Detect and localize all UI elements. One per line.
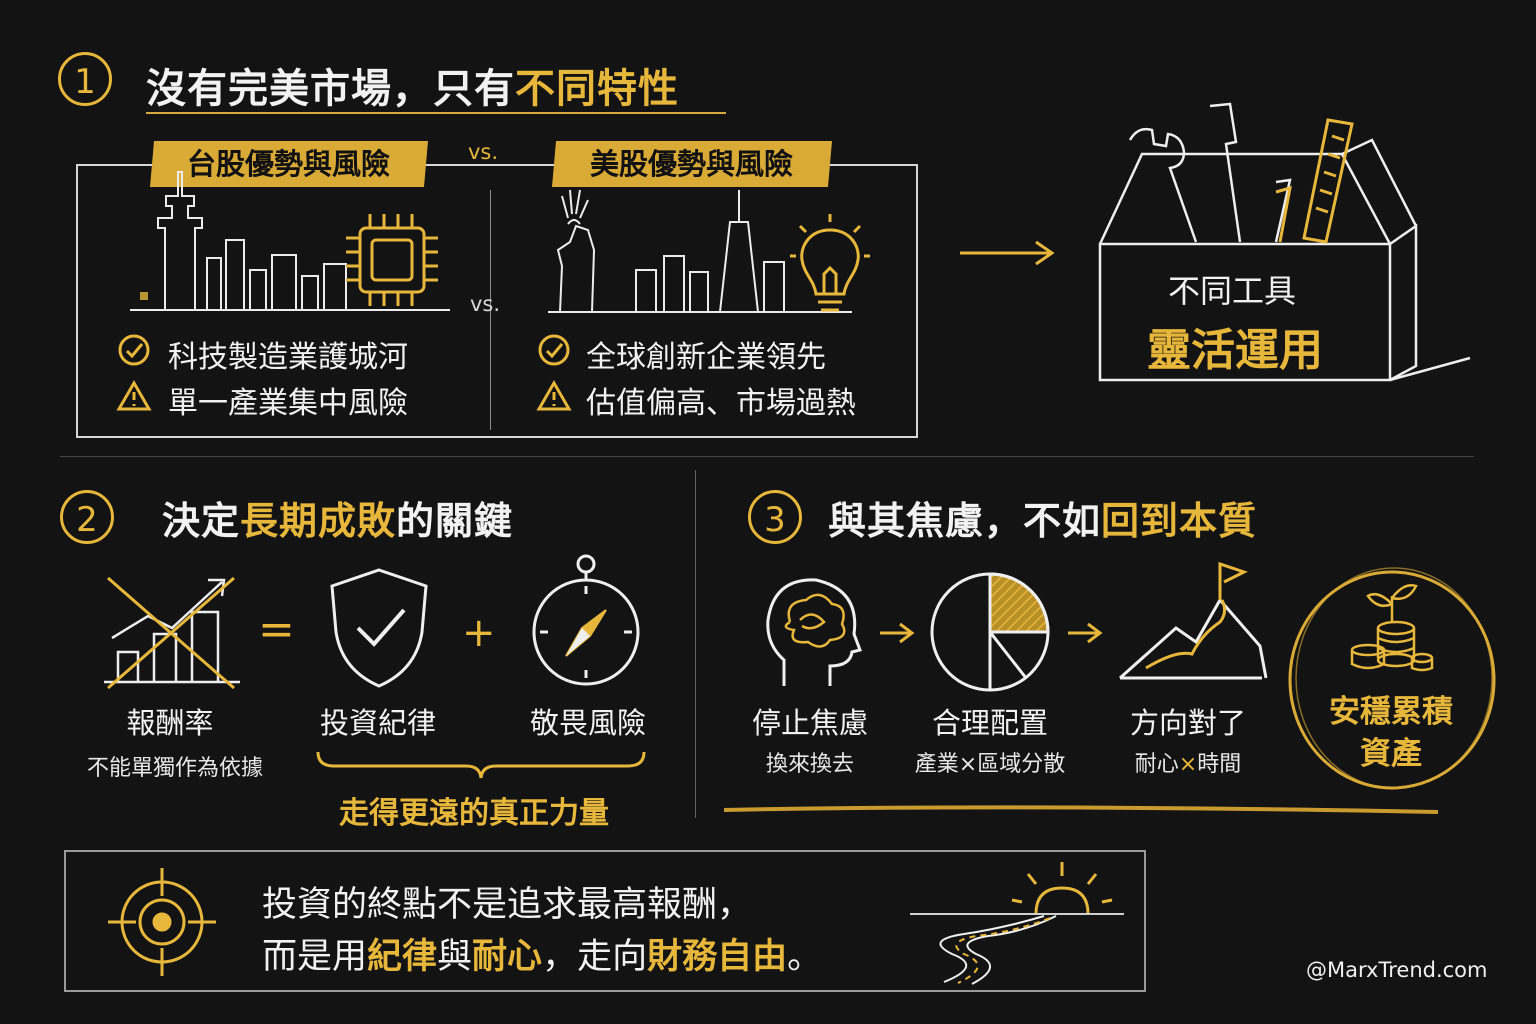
allocation-sub: 產業×區域分散 — [914, 752, 1066, 777]
check-icon-taiwan — [118, 334, 150, 366]
section1-title-highlight: 不同特性 — [515, 66, 679, 112]
toolbox-icon — [1098, 102, 1471, 382]
toolbox-line2: 靈活運用 — [1147, 325, 1323, 376]
footer-patience: 耐心 — [472, 937, 543, 977]
markets-comparison-box — [76, 164, 918, 438]
footer-line1: 投資的終點不是追求最高報酬， — [262, 885, 753, 925]
vs-label-top: vs. — [468, 140, 499, 164]
section1-number: 1 — [58, 52, 112, 106]
section2-title-prefix: 決定 — [162, 499, 241, 543]
section2-number: 2 — [60, 490, 114, 544]
return-rate-sub: 不能單獨作為依據 — [86, 756, 263, 781]
taiwan-cons: 單一產業集中風險 — [168, 386, 408, 421]
shield-check-icon — [330, 568, 428, 688]
section1-title-prefix: 沒有完美市場，只有 — [146, 66, 515, 112]
arrow-right-icon — [960, 240, 1055, 266]
right-direction-label: 方向對了 — [1129, 706, 1246, 740]
section3-title-highlight: 回到本質 — [1101, 499, 1258, 543]
section3-title-prefix: 與其焦慮，不如 — [828, 499, 1102, 543]
patience-text: 耐心 — [1134, 752, 1179, 777]
sunrise-road-icon — [910, 862, 1124, 985]
time-text: 時間 — [1197, 752, 1242, 777]
column-separator — [695, 470, 696, 818]
section2-title: 決定長期成敗的關鍵 — [162, 490, 513, 545]
footer-financial-freedom: 財務自由 — [647, 937, 788, 977]
gold-brush-stroke — [723, 805, 1439, 814]
footer-line2-g: 。 — [787, 937, 823, 977]
us-pros: 全球創新企業領先 — [586, 340, 826, 375]
result-circle — [1288, 567, 1496, 790]
arrow-right-icon-step2 — [1068, 622, 1103, 644]
section2-title-suffix: 的關鍵 — [396, 499, 514, 543]
compass-icon — [532, 554, 640, 686]
section-separator — [60, 456, 1474, 457]
footer-line2-e: ，走向 — [542, 937, 648, 977]
brace-bracket — [316, 751, 646, 779]
section3-title: 與其焦慮，不如回到本質 — [828, 490, 1257, 545]
lightbulb-icon — [790, 214, 870, 312]
footer-line2: 而是用紀律與耐心，走向財務自由。 — [262, 928, 822, 979]
plus-sign: + — [462, 610, 496, 656]
result-line1: 安穩累積 — [1329, 694, 1453, 730]
taipei-skyline-icon — [130, 171, 450, 311]
section1-title: 沒有完美市場，只有不同特性 — [146, 56, 679, 114]
bracket-caption: 走得更遠的真正力量 — [339, 796, 609, 831]
vs-label-mid: vs. — [470, 292, 501, 316]
section2-title-highlight: 長期成敗 — [240, 499, 397, 543]
coin-sprout-icon — [1350, 584, 1434, 672]
warning-icon-us — [536, 379, 572, 411]
stop-anxiety-sub: 換來換去 — [765, 752, 854, 777]
footer-line2-c: 與 — [437, 937, 473, 977]
check-icon-us — [538, 334, 570, 366]
warning-icon-taiwan — [116, 379, 152, 411]
pie-chart-icon — [930, 572, 1050, 692]
crossed-return-chart-icon — [104, 576, 240, 690]
right-direction-sub: 耐心×時間 — [1108, 746, 1268, 778]
target-icon — [108, 868, 216, 976]
return-rate-label: 報酬率 — [126, 706, 214, 740]
respect-risk-label: 敬畏風險 — [529, 706, 646, 740]
statue-skyline-icon — [548, 189, 852, 313]
times-sign: × — [1178, 752, 1198, 777]
comparison-divider — [490, 190, 491, 430]
section3-number: 3 — [748, 490, 802, 544]
footer-discipline: 紀律 — [367, 937, 438, 977]
chip-icon — [346, 214, 438, 306]
discipline-label: 投資紀律 — [319, 706, 436, 740]
watermark: @MarxTrend.com — [1306, 958, 1488, 982]
allocation-label: 合理配置 — [931, 706, 1048, 740]
us-cons: 估值偏高、市場過熱 — [586, 386, 856, 421]
toolbox-line1: 不同工具 — [1167, 272, 1296, 310]
stop-anxiety-label: 停止焦慮 — [751, 706, 868, 740]
section1-underline — [146, 112, 726, 114]
result-line2: 資產 — [1360, 736, 1422, 772]
taiwan-pros: 科技製造業護城河 — [168, 340, 408, 375]
footer-line2-a: 而是用 — [262, 937, 368, 977]
anxious-head-icon — [766, 578, 862, 686]
arrow-right-icon-step1 — [880, 622, 915, 644]
mountain-flag-icon — [1119, 561, 1268, 680]
footer-box — [64, 850, 1146, 992]
equals-sign: = — [258, 604, 295, 655]
